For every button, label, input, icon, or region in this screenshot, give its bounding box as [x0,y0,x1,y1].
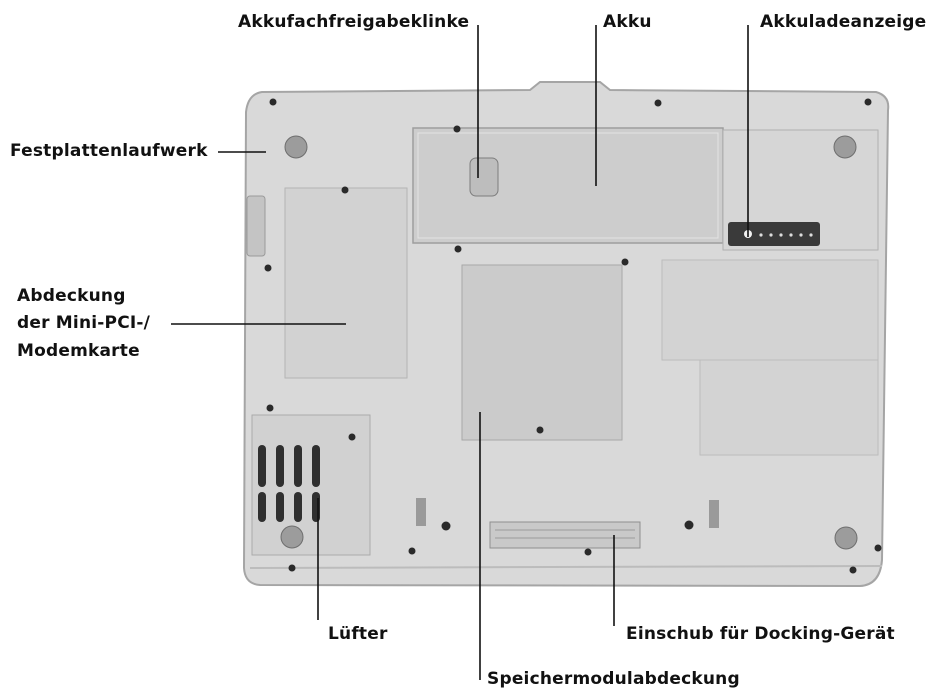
label-minipci-cover-line3: Modemkarte [17,339,140,364]
label-battery-charge-gauge: Akkuladeanzeige [760,10,926,35]
label-minipci-cover-line2: der Mini-PCI-/ [17,311,150,336]
label-hard-drive: Festplattenlaufwerk [10,139,208,164]
label-fan: Lüfter [328,622,388,647]
right-panel-lower [700,360,878,455]
label-minipci-cover-line1: Abdeckung [17,284,126,309]
label-battery-release-latch: Akkufachfreigabeklinke [238,10,469,35]
right-panel-upper [662,260,878,360]
mini-pci-cover-panel [285,188,407,378]
rubber-foot [834,136,856,158]
memory-cover-panel [462,265,622,440]
battery-charge-gauge [728,222,820,246]
hard-drive-latch [247,196,265,256]
docking-connector [490,522,640,548]
small-latch [709,500,719,528]
label-battery: Akku [603,10,652,35]
battery-latch-knob [470,158,498,196]
small-latch [416,498,426,526]
label-memory-cover: Speichermodulabdeckung [487,667,740,692]
rubber-foot [285,136,307,158]
battery-pack [413,128,723,243]
rubber-foot [281,526,303,548]
rubber-foot [835,527,857,549]
label-docking-slot: Einschub für Docking-Gerät [626,622,895,647]
